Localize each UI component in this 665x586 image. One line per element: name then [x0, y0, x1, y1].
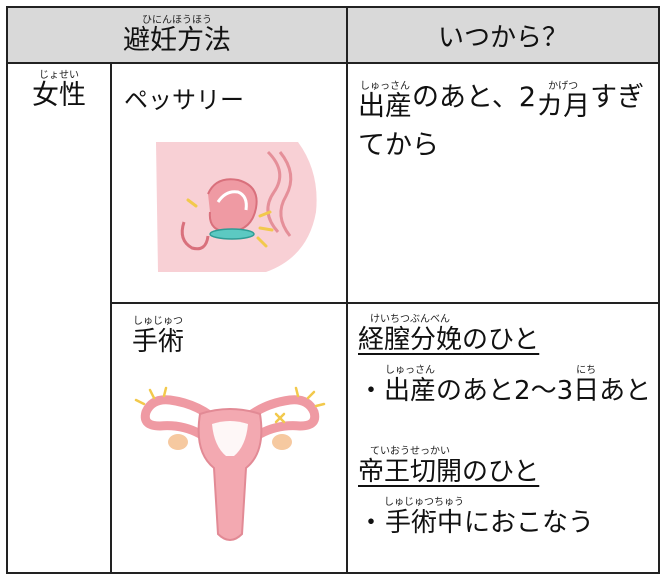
surgery-spark-marks [134, 386, 326, 424]
pessary-uterus-shape [207, 178, 258, 234]
vaginal-label: けいちつぶんべん 経膣分娩 [358, 314, 462, 355]
surgery-row: しゅじゅつ 手術 [7, 302, 660, 574]
vaginal-suffix: のひと [462, 325, 540, 355]
pessary-spark-marks [186, 198, 274, 248]
vaginal-day-ruby: にち [576, 365, 597, 376]
header-when-label: いつから？ [437, 22, 568, 53]
pessary-illustration [156, 142, 317, 272]
cesarean-detail: ・ しゅじゅつちゅう 手術中 におこなう [358, 497, 648, 538]
cesarean-label-ruby: ていおうせっかい [370, 446, 450, 457]
vaginal-birth-base: 出産 [384, 376, 437, 406]
contraception-table: ひにんほうほう 避妊方法 いつから？ じょせい 女性 ペッサリー [6, 6, 660, 574]
vaginal-birth: しゅっさん 出産 [384, 365, 436, 406]
header-method-label: 避妊方法 [123, 24, 231, 56]
pessary-when-month: かげつ カ月 [536, 81, 590, 122]
pessary-when-cell: しゅっさん 出産 のあと、2 かげつ カ月 すぎ てから [346, 62, 660, 304]
pessary-when-month-ruby: かげつ [548, 81, 579, 92]
pessary-uterus-highlight [216, 190, 248, 211]
pessary-intestine-line-2 [278, 151, 293, 237]
category-label: 女性 [32, 80, 86, 111]
cesarean-bullet: ・ [358, 508, 385, 538]
pessary-when-mid: のあと、2 [412, 82, 537, 113]
pessary-method-cell: ペッサリー [110, 62, 348, 304]
pessary-when-month-base: カ月 [536, 91, 591, 122]
cesarean-label: ていおうせっかい 帝王切開 [358, 446, 462, 487]
pessary-when-birth-base: 出産 [358, 91, 412, 122]
gap-1 [358, 355, 648, 365]
surgery-uterus-shape [197, 408, 263, 541]
gap-3 [358, 487, 648, 497]
surgery-when-text: けいちつぶんべん 経膣分娩 のひと ・ しゅっさん 出産 のあと2～3 にち 日… [348, 304, 658, 538]
surgery-right-ovary [272, 434, 292, 450]
header-when-cell: いつから？ [346, 6, 660, 64]
category-ruby: じょせい [39, 70, 79, 81]
surgery-left-tube [140, 395, 225, 439]
pessary-name: ペッサリー [124, 86, 244, 114]
cesarean-surgery-ruby: しゅじゅつちゅう [384, 497, 465, 508]
vaginal-birth-ruby: しゅっさん [385, 365, 436, 376]
pessary-when-line-1: しゅっさん 出産 のあと、2 かげつ カ月 すぎ [358, 74, 648, 122]
cesarean-suffix: のひと [462, 457, 540, 487]
cesarean-heading: ていおうせっかい 帝王切開 のひと [358, 446, 648, 487]
surgery-illustration [134, 386, 326, 541]
pessary-when-text: しゅっさん 出産 のあと、2 かげつ カ月 すぎ てから [348, 64, 658, 170]
cesarean-label-base: 帝王切開 [358, 457, 463, 487]
pessary-when-line-2: てから [358, 130, 439, 161]
surgery-name-ruby: しゅじゅつ [133, 316, 183, 327]
surgery-name-base: 手術 [132, 327, 185, 357]
vaginal-mid: のあと2～3 [436, 376, 574, 406]
surgery-name-wrap: しゅじゅつ 手術 [132, 316, 346, 357]
pessary-when-birth: しゅっさん 出産 [358, 81, 412, 122]
pessary-intestine-line [266, 150, 282, 234]
vaginal-end: あと [599, 376, 652, 406]
header-row: ひにんほうほう 避妊方法 いつから？ [6, 6, 660, 64]
surgery-name: しゅじゅつ 手術 [132, 316, 184, 357]
vaginal-bullet: ・ [358, 376, 385, 406]
surgery-method-cell: しゅじゅつ 手術 [110, 302, 348, 574]
pessary-ring-shape [209, 228, 255, 240]
header-method: ひにんほうほう 避妊方法 [123, 15, 231, 56]
surgery-left-ovary [168, 434, 188, 450]
pessary-row: じょせい 女性 ペッサリー [6, 62, 660, 574]
header-method-cell: ひにんほうほう 避妊方法 [6, 6, 348, 64]
vaginal-detail: ・ しゅっさん 出産 のあと2～3 にち 日 あと [358, 365, 652, 406]
vaginal-heading: けいちつぶんべん 経膣分娩 のひと [358, 314, 648, 355]
vaginal-label-base: 経膣分娩 [358, 325, 463, 355]
vaginal-day: にち 日 [573, 365, 599, 406]
cesarean-surgery: しゅじゅつちゅう 手術中 [384, 497, 464, 538]
category: じょせい 女性 [32, 70, 86, 111]
surgery-right-tube [235, 395, 320, 439]
cesarean-end: におこなう [464, 508, 595, 538]
category-cell: じょせい 女性 [6, 62, 112, 574]
vaginal-day-base: 日 [573, 376, 600, 406]
pessary-bladder-line [180, 221, 210, 251]
surgery-uterus-cavity [212, 421, 248, 456]
pessary-when-end: すぎ [590, 82, 645, 113]
cesarean-surgery-base: 手術中 [385, 508, 464, 538]
pessary-when-birth-ruby: しゅっさん [360, 81, 410, 92]
header-method-ruby: ひにんほうほう [142, 14, 212, 26]
surgery-when-cell: けいちつぶんべん 経膣分娩 のひと ・ しゅっさん 出産 のあと2～3 にち 日… [346, 302, 660, 574]
vaginal-label-ruby: けいちつぶんべん [370, 314, 450, 325]
gap-2 [358, 406, 648, 446]
